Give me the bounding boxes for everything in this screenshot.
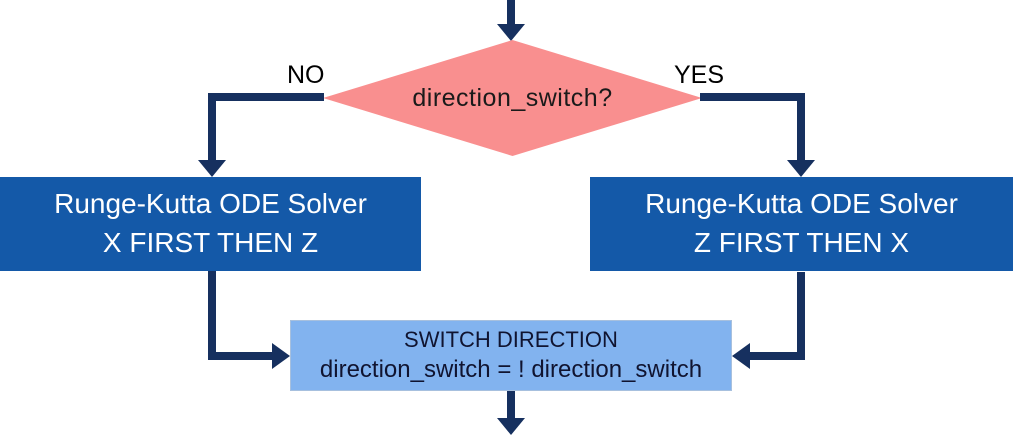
entry-connector [507,0,515,24]
solver-left-line1: Runge-Kutta ODE Solver [54,188,367,220]
entry-arrowhead-down-icon [497,24,525,41]
right-to-switch-connector-horizontal [748,352,805,360]
right-to-switch-connector-vertical [797,272,805,360]
yes-branch-connector-horizontal [700,93,805,101]
branch-no-label: NO [287,61,325,89]
solver-box-x-first: Runge-Kutta ODE Solver X FIRST THEN Z [0,177,421,271]
yes-branch-connector-vertical [797,93,805,161]
no-branch-connector-vertical [208,93,216,161]
right-to-switch-arrowhead-left-icon [732,343,750,369]
decision-diamond: direction_switch? [323,40,702,156]
switch-box-title: SWITCH DIRECTION [404,326,618,352]
left-to-switch-connector-vertical [208,271,216,360]
exit-connector [507,391,515,419]
branch-yes-label: YES [674,61,725,89]
exit-arrowhead-down-icon [497,418,525,435]
switch-box-expression: direction_switch = ! direction_switch [319,356,703,384]
solver-right-line1: Runge-Kutta ODE Solver [645,188,958,220]
left-to-switch-connector-horizontal [208,352,274,360]
switch-direction-box: SWITCH DIRECTION direction_switch = ! di… [290,320,732,391]
decision-label: direction_switch? [412,83,613,112]
left-to-switch-arrowhead-right-icon [272,343,290,369]
no-branch-connector-horizontal [212,93,324,101]
yes-branch-arrowhead-down-icon [787,160,815,177]
solver-right-line2: Z FIRST THEN X [693,227,910,258]
no-branch-arrowhead-down-icon [198,160,226,177]
solver-left-line2: X FIRST THEN Z [102,227,319,258]
solver-box-z-first: Runge-Kutta ODE Solver Z FIRST THEN X [590,177,1013,271]
